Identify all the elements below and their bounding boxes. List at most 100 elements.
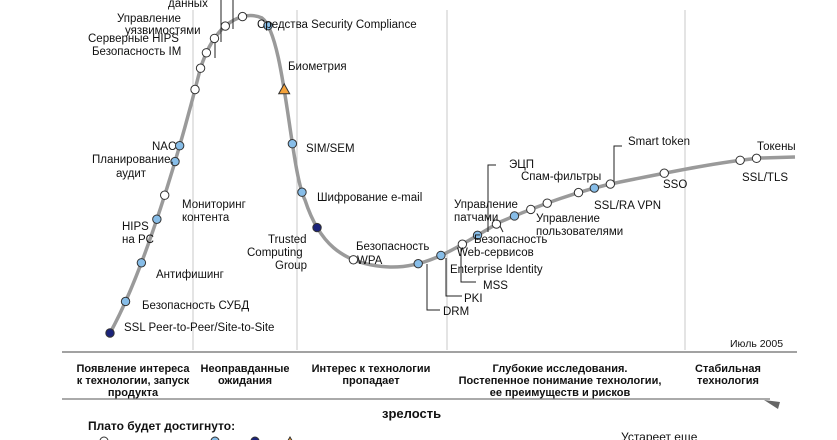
label-simsem: SIM/SEM bbox=[306, 143, 355, 155]
legend-marker-4 bbox=[287, 435, 293, 440]
obsolete-label: Устареет еще bbox=[621, 430, 698, 440]
phase-1-line-1: Появление интереса bbox=[76, 363, 190, 375]
label-mss: MSS bbox=[483, 280, 508, 292]
data-point-21 bbox=[457, 239, 468, 249]
label-enterprise-id: Enterprise Identity bbox=[450, 264, 543, 276]
data-point-32 bbox=[751, 153, 762, 164]
leader-pki bbox=[445, 258, 462, 297]
x-axis-title: зрелость bbox=[382, 406, 441, 421]
data-point-25 bbox=[526, 204, 536, 215]
label-hips-pc-1: HIPS bbox=[122, 221, 149, 233]
data-point-0 bbox=[105, 328, 115, 338]
label-content-mon-2: контента bbox=[182, 212, 230, 224]
leader-mss bbox=[460, 244, 476, 283]
label-spam: Спам-фильтры bbox=[521, 171, 601, 183]
data-point-29 bbox=[605, 179, 616, 189]
label-wpa-1: Безопасность bbox=[356, 241, 429, 253]
legend-marker-2 bbox=[210, 436, 220, 440]
label-patch-2: патчами bbox=[454, 212, 498, 224]
chart-date: Июль 2005 bbox=[730, 338, 783, 350]
data-point-16 bbox=[297, 187, 307, 197]
data-point-8 bbox=[195, 63, 206, 73]
label-server-hips: Серверные HIPS bbox=[88, 33, 179, 45]
phase-dividers bbox=[192, 10, 686, 350]
label-drm: DRM bbox=[443, 306, 469, 318]
label-users-1: Управление bbox=[536, 213, 600, 225]
data-point-18 bbox=[348, 255, 359, 265]
label-patch-1: Управление bbox=[454, 199, 518, 211]
data-point-23 bbox=[491, 219, 502, 229]
leader-lines bbox=[214, 0, 622, 311]
label-tcg-1: Trusted bbox=[268, 234, 307, 246]
leader-smart bbox=[613, 145, 622, 186]
legend-partial bbox=[99, 435, 293, 440]
label-antiphishing: Антифишинг bbox=[156, 269, 224, 281]
phase-5-line-1: Стабильная bbox=[695, 363, 761, 375]
label-users-2: пользователями bbox=[536, 226, 623, 238]
phase-4-line-3: ее преимуществ и рисков bbox=[490, 387, 631, 399]
label-ws-2: Web-сервисов bbox=[457, 247, 534, 259]
label-ssl-p2p: SSL Peer-to-Peer/Site-to-Site bbox=[124, 322, 274, 334]
phase-3-line-1: Интерес к технологии bbox=[312, 363, 431, 375]
label-planning-2: аудит bbox=[116, 168, 147, 180]
leader-drm bbox=[426, 264, 440, 311]
plateau-label: Плато будет достигнуто: bbox=[88, 419, 235, 433]
data-point-2 bbox=[136, 258, 147, 268]
label-ws-1: Безопасность bbox=[474, 234, 547, 246]
label-ecp: ЭЦП bbox=[509, 159, 534, 171]
label-ssltls: SSL/TLS bbox=[742, 172, 788, 184]
phase-3-line-2: пропадает bbox=[342, 375, 400, 387]
axis-arrow-icon bbox=[764, 400, 780, 409]
data-point-17 bbox=[312, 222, 322, 233]
data-point-28 bbox=[589, 183, 600, 193]
point-labels: SSL Peer-to-Peer/Site-to-Site Безопаснос… bbox=[88, 0, 796, 334]
data-point-14 bbox=[277, 82, 291, 95]
phase-labels: Появление интереса к технологии, запуск … bbox=[76, 363, 760, 399]
label-tcg-2: Computing bbox=[247, 247, 303, 259]
phase-5-line-2: технология bbox=[697, 375, 759, 387]
label-content-mon-1: Мониторинг bbox=[182, 199, 246, 211]
data-point-13 bbox=[263, 20, 273, 31]
data-point-27 bbox=[573, 187, 584, 198]
data-point-19 bbox=[413, 258, 423, 269]
data-point-20 bbox=[436, 250, 446, 261]
label-nac: NAC bbox=[152, 141, 176, 153]
data-point-15 bbox=[287, 139, 298, 149]
label-sso: SSO bbox=[663, 179, 687, 191]
label-im: Безопасность IM bbox=[92, 46, 181, 58]
label-pki: PKI bbox=[464, 293, 483, 305]
label-wpa-2: WPA bbox=[357, 255, 383, 267]
leader-ecp bbox=[487, 164, 496, 232]
label-tokens: Токены bbox=[757, 141, 796, 153]
data-point-1 bbox=[120, 296, 131, 307]
data-point-24 bbox=[509, 211, 520, 221]
data-point-22 bbox=[472, 230, 483, 241]
phase-2-line-2: ожидания bbox=[218, 375, 272, 387]
hype-cycle-curve bbox=[108, 13, 796, 334]
label-biometrics: Биометрия bbox=[288, 61, 347, 73]
phase-2-line-1: Неоправданные bbox=[201, 363, 290, 375]
phase-4-line-1: Глубокие исследования. bbox=[493, 363, 628, 375]
data-point-6 bbox=[174, 141, 185, 151]
label-vuln-1: Управление bbox=[117, 13, 181, 25]
label-data: данных bbox=[168, 0, 208, 10]
phase-4-line-2: Постепенное понимание технологии, bbox=[459, 375, 662, 387]
label-hips-pc-2: на PC bbox=[122, 234, 154, 246]
data-point-4 bbox=[160, 190, 170, 200]
label-vuln-2: уязвимостями bbox=[125, 25, 201, 37]
legend-marker-1 bbox=[99, 436, 109, 440]
label-smart-token: Smart token bbox=[628, 136, 690, 148]
label-sslvpn: SSL/RA VPN bbox=[594, 200, 661, 212]
data-point-11 bbox=[220, 21, 231, 31]
data-point-7 bbox=[190, 84, 200, 95]
data-point-12 bbox=[237, 11, 248, 22]
data-point-31 bbox=[735, 155, 745, 166]
phase-1-line-2: к технологии, запуск bbox=[77, 375, 190, 387]
data-point-30 bbox=[659, 168, 669, 178]
label-tcg-3: Group bbox=[275, 260, 307, 272]
phase-1-line-3: продукта bbox=[108, 387, 159, 399]
label-email-enc: Шифрование e-mail bbox=[317, 192, 422, 204]
data-point-5 bbox=[170, 156, 180, 167]
label-compliance: Средства Security Compliance bbox=[257, 19, 417, 31]
